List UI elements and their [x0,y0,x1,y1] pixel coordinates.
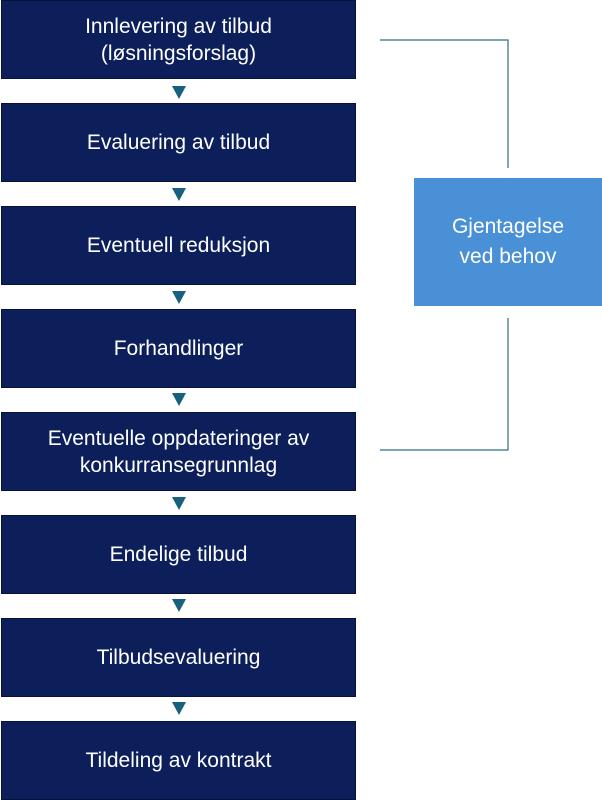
step-1: Innlevering av tilbud (løsningsforslag) [1,0,356,79]
connector-top-line [380,39,509,168]
connector-bottom-line [380,318,509,451]
step-5: Eventuelle oppdateringer av konkurranseg… [1,412,356,491]
arrow-down-icon [172,86,186,99]
arrow-down-icon [172,497,186,510]
step-6: Endelige tilbud [1,515,356,594]
step-2: Evaluering av tilbud [1,103,356,182]
step-8: Tildeling av kontrakt [1,721,356,800]
step-3: Eventuell reduksjon [1,206,356,285]
arrow-down-icon [172,393,186,406]
arrow-down-icon [172,291,186,304]
step-4: Forhandlinger [1,309,356,388]
step-7: Tilbudsevaluering [1,618,356,697]
arrow-down-icon [172,702,186,715]
repeat-as-needed-box: Gjentagelse ved behov [414,178,602,306]
arrow-down-icon [172,188,186,201]
arrow-down-icon [172,599,186,612]
